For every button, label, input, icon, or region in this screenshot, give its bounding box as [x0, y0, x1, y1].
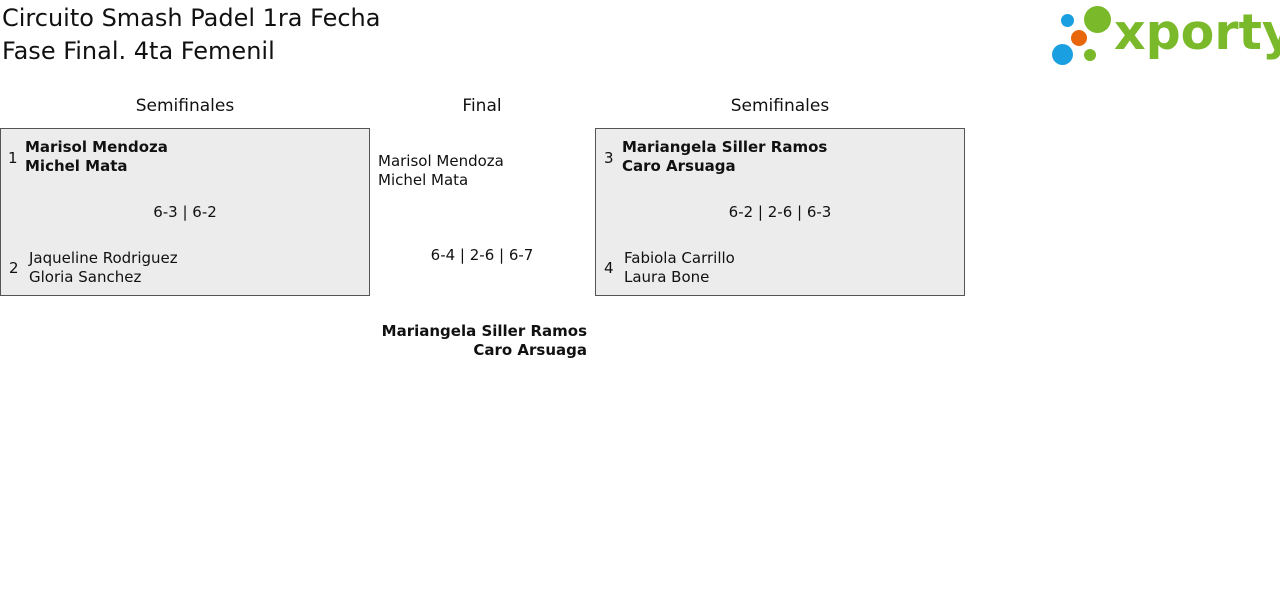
title-line-phase: Fase Final. 4ta Femenil — [2, 37, 275, 65]
match-score: 6-2 | 2-6 | 6-3 — [728, 203, 832, 221]
player-name: Caro Arsuaga — [473, 341, 587, 359]
final-team-top: Marisol Mendoza Michel Mata — [378, 152, 504, 190]
round-title-final: Final — [462, 96, 502, 116]
logo-dot-orange — [1071, 30, 1087, 46]
seed-number: 4 — [604, 259, 614, 277]
player-name: Michel Mata — [25, 157, 128, 175]
seed-number: 3 — [604, 149, 614, 167]
player-name: Mariangela Siller Ramos — [622, 138, 828, 156]
xporty-logo: xporty — [1050, 4, 1280, 68]
title-line-tournament: Circuito Smash Padel 1ra Fecha — [2, 4, 381, 32]
team-winner: Marisol Mendoza Michel Mata — [25, 138, 168, 176]
player-name: Marisol Mendoza — [25, 138, 168, 156]
logo-dot-green-large — [1084, 6, 1111, 33]
player-name: Laura Bone — [624, 268, 710, 286]
player-name: Caro Arsuaga — [622, 157, 736, 175]
player-name: Mariangela Siller Ramos — [381, 322, 587, 340]
final-team-bottom: Mariangela Siller Ramos Caro Arsuaga — [382, 322, 587, 360]
logo-dot-blue-large — [1052, 44, 1073, 65]
player-name: Jaqueline Rodriguez — [29, 249, 178, 267]
team-winner: Mariangela Siller Ramos Caro Arsuaga — [622, 138, 827, 176]
round-title-left-semifinals: Semifinales — [135, 96, 235, 116]
seed-number: 2 — [9, 259, 19, 277]
semifinal-right-match[interactable]: 3 Mariangela Siller Ramos Caro Arsuaga 6… — [595, 128, 965, 296]
player-name: Marisol Mendoza — [378, 152, 504, 170]
logo-dot-blue-small — [1061, 14, 1074, 27]
page-title: Circuito Smash Padel 1ra Fecha Fase Fina… — [2, 2, 380, 68]
logo-wordmark: xporty — [1114, 4, 1280, 61]
player-name: Michel Mata — [378, 171, 469, 189]
round-title-right-semifinals: Semifinales — [730, 96, 830, 116]
seed-number: 1 — [8, 149, 18, 167]
logo-dot-green-small — [1084, 49, 1096, 61]
final-match-score: 6-4 | 2-6 | 6-7 — [430, 246, 534, 264]
match-score: 6-3 | 6-2 — [153, 203, 217, 221]
player-name: Gloria Sanchez — [29, 268, 142, 286]
semifinal-left-match[interactable]: 1 Marisol Mendoza Michel Mata 6-3 | 6-2 … — [0, 128, 370, 296]
team-loser: Fabiola Carrillo Laura Bone — [624, 249, 735, 287]
team-loser: Jaqueline Rodriguez Gloria Sanchez — [29, 249, 178, 287]
player-name: Fabiola Carrillo — [624, 249, 735, 267]
